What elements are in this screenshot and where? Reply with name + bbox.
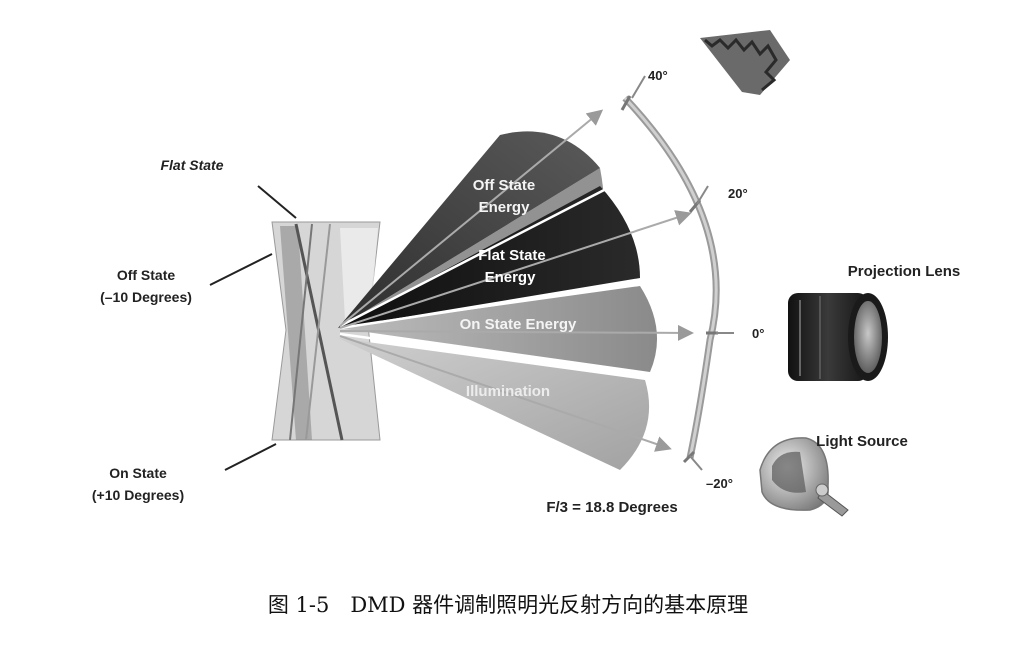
flat-state-pointer [257, 185, 297, 219]
illumination-label: Illumination [466, 383, 550, 400]
angle-mark-minus-20: –20° [706, 476, 733, 491]
illumination-cone [338, 338, 650, 470]
off-state-energy-cone [338, 131, 604, 328]
cone-separators [339, 186, 649, 378]
figure-caption: 图 1-5 DMD 器件调制照明光反射方向的基本原理 [268, 593, 748, 617]
angle-mark-0: 0° [752, 326, 764, 341]
flat-state-label: Flat State [160, 157, 223, 173]
dmd-mirror-block [271, 221, 381, 441]
on-state-energy-cone [338, 286, 658, 372]
off-state-energy-label-line1: Off State [473, 177, 536, 194]
angle-mark-20: 20° [728, 186, 748, 201]
angle-mark-40: 40° [648, 68, 668, 83]
axis-arrows [339, 109, 694, 452]
projection-lens-icon [788, 293, 888, 381]
flat-state-energy-cone [338, 186, 640, 328]
flat-state-energy-label-line1: Flat State [478, 247, 546, 264]
light-source-label: Light Source [816, 433, 908, 450]
off-state-label-line1: Off State [117, 267, 176, 283]
f-number-label: F/3 = 18.8 Degrees [546, 499, 677, 516]
light-source-icon [759, 437, 849, 517]
on-state-pointer [224, 443, 277, 471]
on-state-label-line1: On State [109, 465, 167, 481]
flat-state-energy-label-line2: Energy [485, 269, 537, 286]
off-state-label-line2: (–10 Degrees) [100, 289, 192, 305]
on-state-label-line2: (+10 Degrees) [92, 487, 184, 503]
on-state-energy-label: On State Energy [460, 316, 577, 333]
off-state-energy-label-line2: Energy [479, 199, 531, 216]
projection-lens-label: Projection Lens [848, 263, 961, 280]
angle-scale-arc [620, 75, 734, 471]
off-state-pointer [209, 253, 273, 286]
heat-sink-icon [700, 30, 790, 95]
